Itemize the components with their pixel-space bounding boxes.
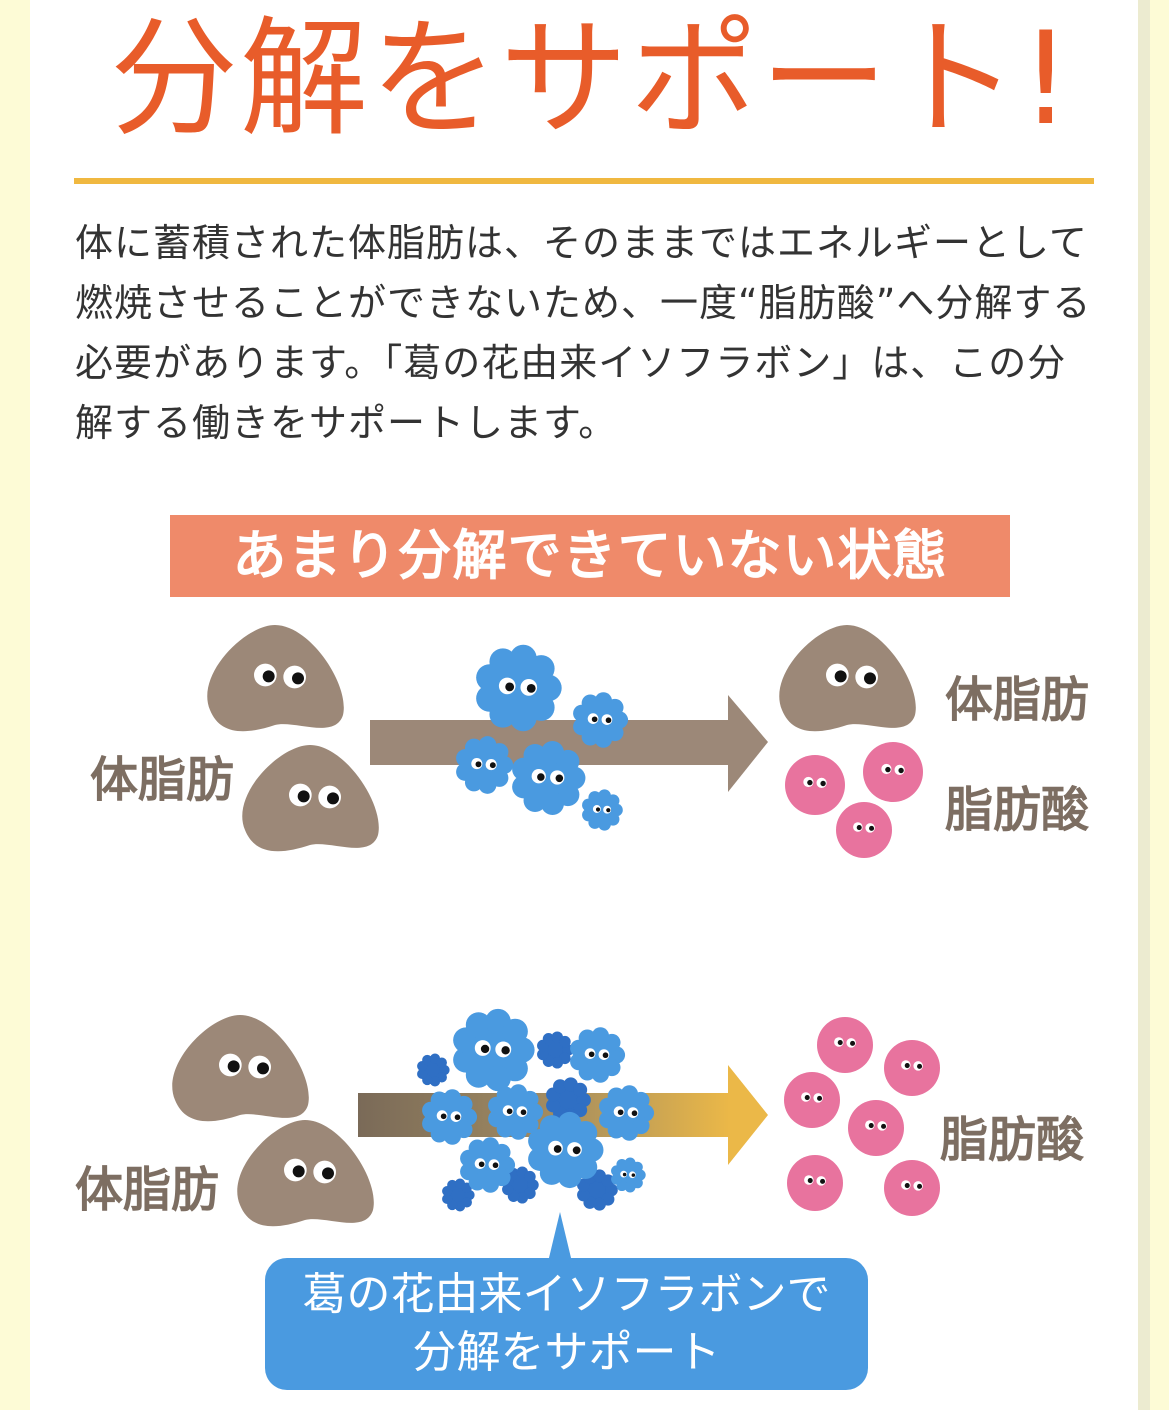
enzyme-character — [573, 692, 629, 748]
body-fat-character — [242, 745, 379, 852]
body-fat-character — [237, 1120, 374, 1227]
enzyme-character — [422, 1089, 478, 1145]
fatty-acid-character — [785, 755, 845, 815]
fatty-acid-character — [817, 1017, 873, 1073]
page-title: 分解をサポート! — [110, 5, 1074, 154]
bottom-input-label: 体脂肪 — [75, 1162, 220, 1218]
callout-pointer — [548, 1212, 572, 1262]
fatty-acid-character — [787, 1155, 843, 1211]
arrow-bottom — [358, 1065, 768, 1165]
body-paragraph: 体に蓄積された体脂肪は、そのままではエネルギーとして燃焼させることができないため… — [75, 221, 1092, 445]
title-underline — [74, 178, 1094, 184]
enzyme-character — [476, 644, 562, 732]
callout-box: 葛の花由来イソフラボンで 分解をサポート — [265, 1258, 868, 1390]
fatty-acid-character — [884, 1040, 940, 1096]
enzyme-character — [453, 1008, 535, 1092]
body-fat-character — [779, 625, 916, 732]
enzyme-character — [611, 1157, 646, 1193]
enzyme-dark-character — [546, 1077, 591, 1123]
enzyme-character — [456, 736, 514, 794]
enzyme-character — [512, 740, 586, 816]
fatty-acid-character — [848, 1100, 904, 1156]
top-output-label-fat: 体脂肪 — [945, 672, 1090, 728]
enzyme-dark-character — [537, 1031, 574, 1069]
enzyme-dark-character — [417, 1053, 450, 1087]
page-edge — [1138, 0, 1150, 1410]
body-fat-character — [207, 625, 344, 732]
enzyme-character — [460, 1137, 516, 1193]
top-input-label: 体脂肪 — [90, 752, 235, 808]
enzyme-character — [528, 1111, 604, 1189]
enzyme-character — [488, 1084, 544, 1140]
top-output-label-acid: 脂肪酸 — [945, 782, 1090, 838]
body-fat-character — [172, 1015, 309, 1122]
bottom-output-label: 脂肪酸 — [940, 1112, 1085, 1168]
fatty-acid-character — [863, 742, 923, 802]
enzyme-character — [599, 1085, 655, 1141]
enzyme-character — [582, 789, 623, 831]
enzyme-character — [570, 1027, 626, 1083]
fatty-acid-character — [884, 1160, 940, 1216]
callout-text: 葛の花由来イソフラボンで 分解をサポート — [302, 1269, 831, 1378]
enzyme-dark-character — [442, 1178, 475, 1212]
fatty-acid-character — [784, 1072, 840, 1128]
diagram-heading: あまり分解できていない状態 — [170, 515, 1010, 597]
fatty-acid-character — [836, 802, 892, 858]
